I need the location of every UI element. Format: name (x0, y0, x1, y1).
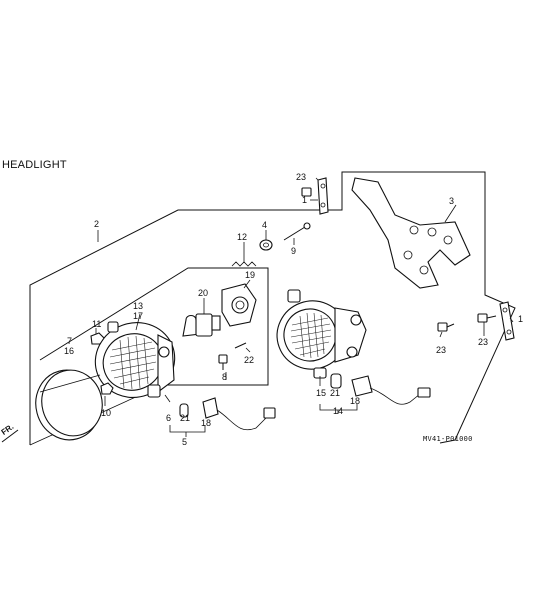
callout-23-lower: 23 (436, 345, 446, 355)
callout-12: 12 (237, 232, 247, 242)
callout-18-right: 18 (350, 396, 360, 406)
front-arrow-icon (1, 429, 19, 443)
callout-22: 22 (244, 355, 254, 365)
leader-lines (95, 177, 514, 437)
callout-8: 8 (222, 372, 227, 382)
nut-part-10 (100, 382, 114, 395)
bracket-part-3 (351, 177, 471, 289)
bolt-part-23-top (301, 187, 312, 197)
callout-20: 20 (198, 288, 208, 298)
diagram-code: MV41-P01000 (423, 435, 473, 443)
callout-1-right: 1 (518, 314, 523, 324)
left-headlight-unit (94, 321, 176, 398)
callout-4: 4 (262, 220, 267, 230)
callout-14: 14 (333, 406, 343, 416)
bulb-part-20 (182, 313, 221, 337)
stay-part-1-top (317, 177, 329, 215)
callout-7: 7 (67, 336, 72, 346)
callout-17: 17 (133, 311, 143, 321)
callout-19: 19 (245, 270, 255, 280)
stay-part-1-right (499, 301, 515, 341)
callout-21-left: 21 (180, 413, 190, 423)
right-bulb-socket-wiring (330, 373, 431, 405)
screw-part-9 (283, 222, 311, 241)
right-headlight-unit (276, 289, 367, 379)
callout-15: 15 (316, 388, 326, 398)
screw-part-22 (234, 342, 247, 349)
callout-6: 6 (166, 413, 171, 423)
callout-3: 3 (449, 196, 454, 206)
callout-23-top: 23 (296, 172, 306, 182)
bolt-part-8 (218, 354, 228, 370)
bolt-part-23-right (477, 313, 497, 323)
callout-21-right: 21 (330, 388, 340, 398)
nut-part-11 (90, 332, 105, 345)
callout-16: 16 (64, 346, 74, 356)
callout-9: 9 (291, 246, 296, 256)
callout-13: 13 (133, 301, 143, 311)
callout-1-top: 1 (302, 195, 307, 205)
spring-part-12 (231, 261, 257, 267)
diagram-title: HEADLIGHT (2, 159, 67, 171)
socket-part-19 (221, 283, 257, 327)
callout-10: 10 (101, 408, 111, 418)
outline-inner-assembly (39, 267, 269, 386)
headlight-rim-ring (35, 369, 103, 441)
left-bulb-socket-wiring (179, 397, 276, 431)
bolt-part-23-lower (437, 322, 455, 332)
grommet-part-4 (259, 239, 273, 251)
callout-23-right: 23 (478, 337, 488, 347)
callout-11: 11 (92, 319, 101, 329)
callout-2: 2 (94, 219, 99, 229)
outline-part-2 (29, 171, 516, 445)
callout-18-left: 18 (201, 418, 211, 428)
callout-5: 5 (182, 437, 187, 447)
